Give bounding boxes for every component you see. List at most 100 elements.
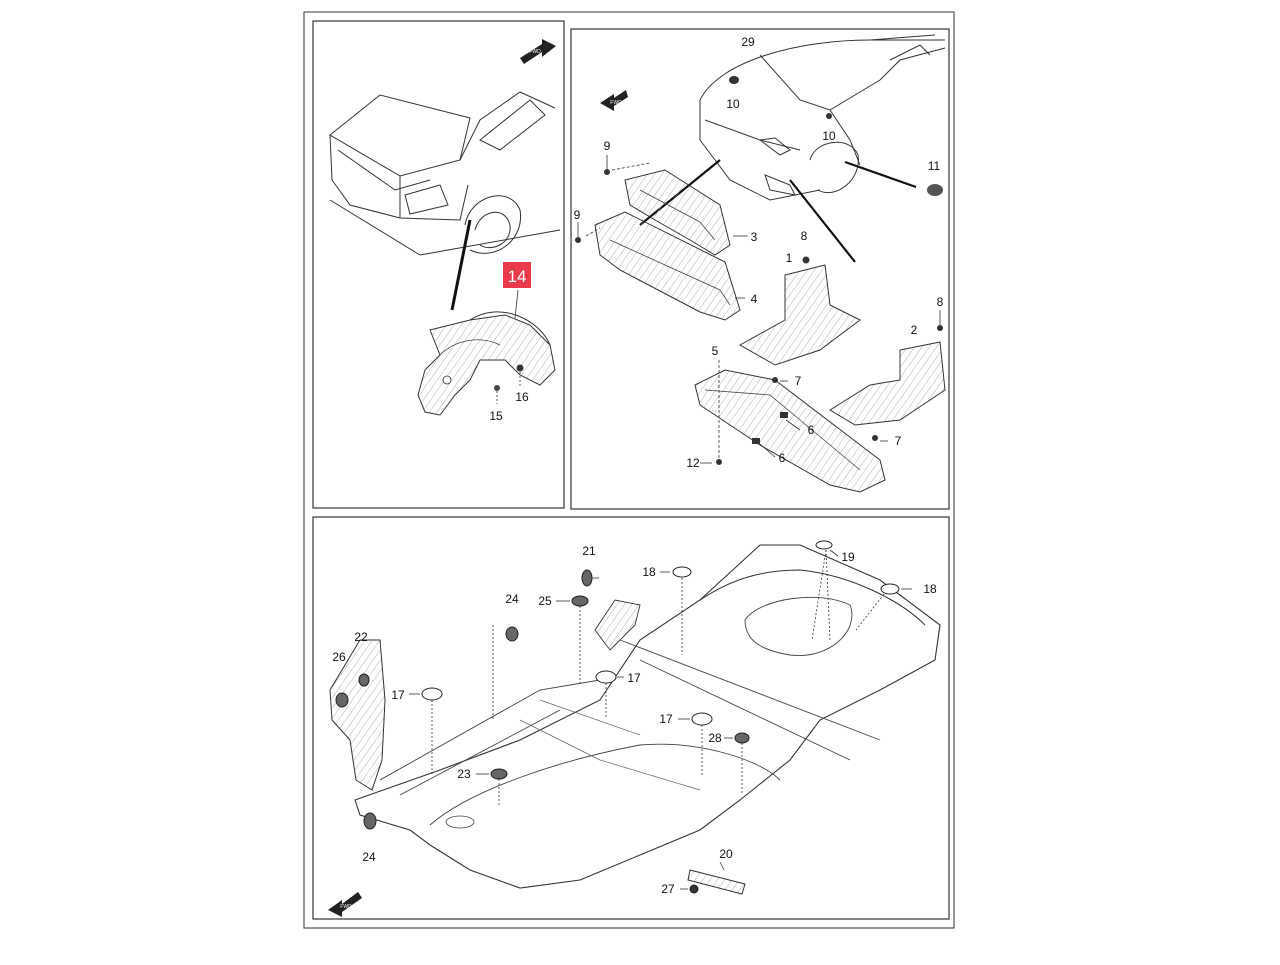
clip-icon [752, 438, 760, 444]
clip-icon [494, 385, 500, 391]
plug-icon [358, 673, 370, 687]
side-panel-part [329, 639, 386, 791]
callout-3[interactable]: 3 [751, 230, 758, 244]
grommets [335, 540, 900, 894]
bolt-icon [772, 377, 778, 383]
screw-icon [604, 169, 610, 175]
callout-6[interactable]: 6 [779, 451, 786, 465]
fastener-leaders [577, 155, 941, 460]
callout-9[interactable]: 9 [604, 139, 611, 153]
direction-label: FWD [610, 100, 622, 106]
callout-7[interactable]: 7 [795, 374, 802, 388]
callout-17[interactable]: 17 [627, 671, 641, 685]
bolt-icon [716, 459, 722, 465]
callout-8[interactable]: 8 [937, 295, 944, 309]
forward-arrow-icon [328, 892, 362, 917]
leader-line [514, 289, 519, 319]
forward-arrow-icon [520, 39, 556, 64]
callout-9[interactable]: 9 [574, 208, 581, 222]
callout-23[interactable]: 23 [457, 767, 471, 781]
clip-icon [826, 113, 832, 119]
callout-10[interactable]: 10 [822, 129, 836, 143]
plug-icon [581, 569, 593, 587]
direction-mark-1: FWD [520, 39, 556, 64]
clip-icon [729, 76, 739, 84]
screw-icon [575, 237, 581, 243]
forward-arrow-icon [600, 90, 628, 111]
callout-28[interactable]: 28 [708, 731, 722, 745]
direction-mark-3: FWD [328, 892, 362, 917]
plug-icon [421, 687, 443, 701]
fender-liner-part [417, 311, 556, 416]
callout-18[interactable]: 18 [923, 582, 937, 596]
callout-6[interactable]: 6 [808, 423, 815, 437]
callout-27[interactable]: 27 [661, 882, 675, 896]
plug-icon [595, 670, 617, 684]
callout-10[interactable]: 10 [726, 97, 740, 111]
callout-8[interactable]: 8 [801, 229, 808, 243]
callout-19[interactable]: 19 [841, 550, 855, 564]
callout-5[interactable]: 5 [712, 344, 719, 358]
upper-bracket-part [624, 169, 731, 256]
lower-bracket-part [594, 211, 741, 321]
fasteners [575, 76, 943, 465]
plug-icon [490, 768, 508, 780]
lower-cover-part [694, 369, 886, 493]
callout-15[interactable]: 15 [489, 409, 503, 423]
underbody-leaders [431, 549, 885, 805]
callout-22[interactable]: 22 [354, 630, 368, 644]
plug-icon [505, 626, 519, 642]
bolt-icon [689, 884, 699, 894]
callout-21[interactable]: 21 [582, 544, 596, 558]
callout-25[interactable]: 25 [538, 594, 552, 608]
panel-underbody: FWD [312, 516, 950, 920]
callout-dashes [700, 235, 888, 464]
splash-guard-1-part [738, 264, 861, 366]
screw-icon [802, 256, 810, 264]
panel-front-bumper: FWD [570, 28, 950, 510]
car-front-outline [699, 34, 946, 201]
callout-16[interactable]: 16 [515, 390, 529, 404]
highlight-badge [503, 262, 531, 288]
callout-12[interactable]: 12 [686, 456, 700, 470]
callout-24[interactable]: 24 [505, 592, 519, 606]
floor-pan-part [354, 544, 941, 889]
callout-20[interactable]: 20 [719, 847, 733, 861]
grommet-icon [927, 184, 943, 196]
callout-24[interactable]: 24 [362, 850, 376, 864]
direction-label: FWD [529, 49, 541, 55]
plug-icon [880, 583, 900, 595]
callout-17[interactable]: 17 [659, 712, 673, 726]
callout-2[interactable]: 2 [911, 323, 918, 337]
callout-7[interactable]: 7 [895, 434, 902, 448]
plug-icon [335, 692, 349, 708]
leader-pointer-line [789, 179, 856, 263]
callout-4[interactable]: 4 [751, 292, 758, 306]
callout-14[interactable]: 14 [503, 262, 531, 288]
splash-guard-2-part [829, 341, 946, 426]
callout-1[interactable]: 1 [786, 251, 793, 265]
callout-17[interactable]: 17 [391, 688, 405, 702]
plug-icon [571, 595, 589, 607]
leader-pointer-line [450, 219, 472, 311]
callout-18[interactable]: 18 [642, 565, 656, 579]
plug-icon [363, 812, 377, 830]
panel-rear-fender: FWD [312, 20, 565, 509]
car-rear-outline [329, 91, 561, 256]
clip-icon [780, 412, 788, 418]
plug-icon [734, 732, 750, 744]
direction-label: FWD [340, 904, 352, 910]
bolt-icon [872, 435, 878, 441]
callout-label: 14 [508, 267, 527, 286]
callout-dashes [409, 549, 912, 890]
reinforcement-bar-part [687, 869, 746, 895]
plug-icon [691, 712, 713, 726]
callout-11[interactable]: 11 [928, 159, 941, 173]
plug-icon [815, 540, 833, 550]
screw-icon [937, 325, 943, 331]
callout-26[interactable]: 26 [332, 650, 346, 664]
screw-icon [516, 364, 524, 372]
callout-29[interactable]: 29 [741, 35, 755, 49]
